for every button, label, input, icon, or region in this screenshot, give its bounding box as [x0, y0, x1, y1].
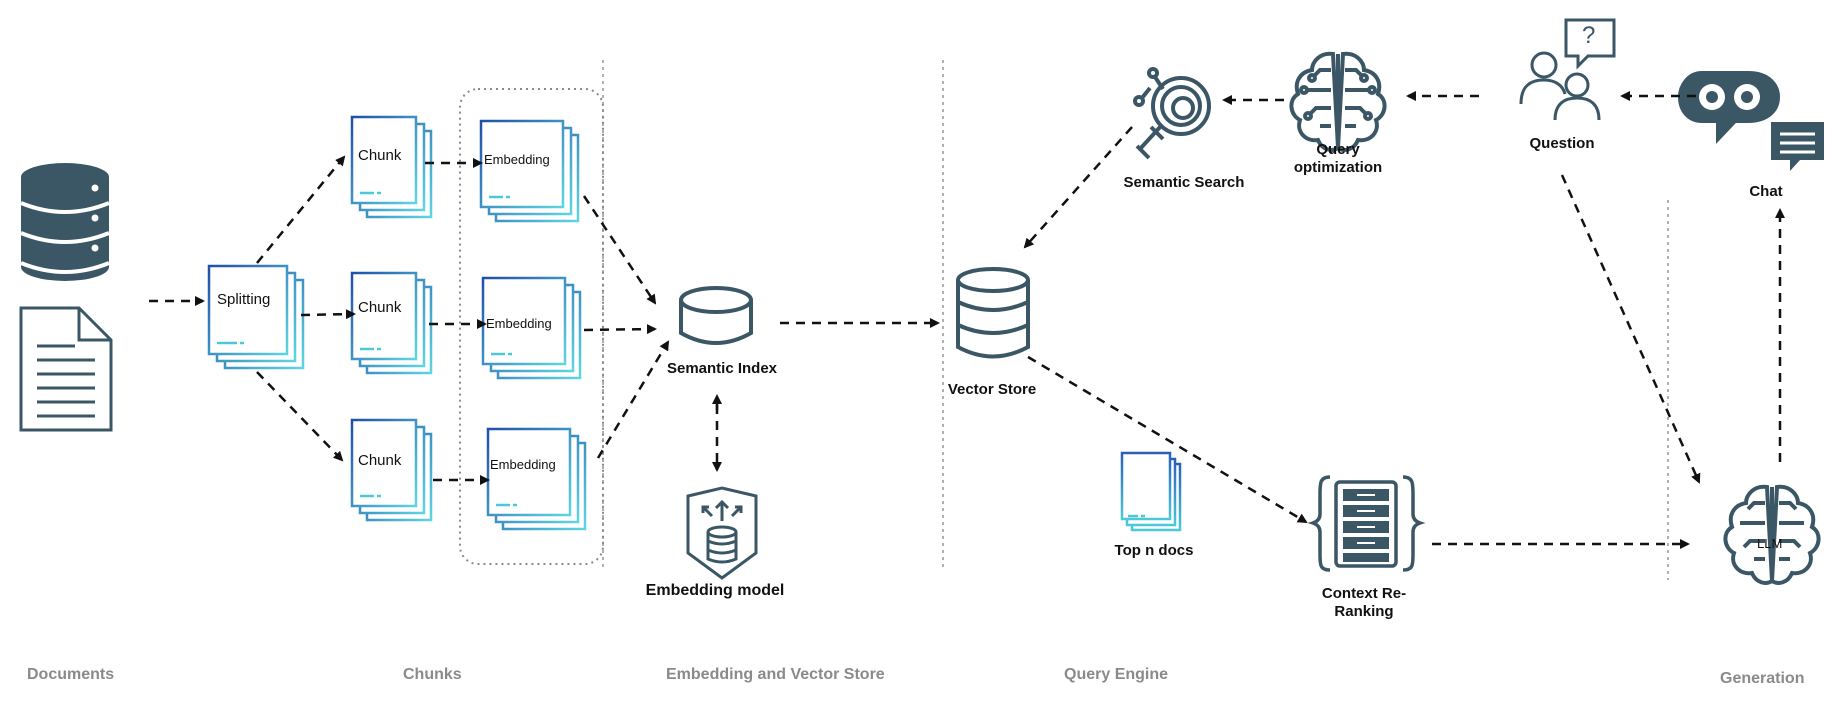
question-people-icon: [1519, 18, 1616, 121]
embedding-stack-icon-3: [486, 427, 587, 531]
chunk-label-2: Chunk: [358, 299, 402, 316]
chunk-label-3: Chunk: [358, 452, 402, 469]
embedding-model-icon: [686, 486, 758, 580]
section-query-engine: Query Engine: [1064, 666, 1169, 683]
llm-brain-icon: [1723, 484, 1821, 585]
arrow-vectorstore-to-reranking: [1027, 355, 1308, 524]
question-mark: ?: [1582, 22, 1596, 49]
flow-arrows: [149, 91, 1785, 549]
question-label: Question: [1529, 135, 1595, 152]
chat-icon: [1677, 71, 1824, 171]
context-reranking-label: Context Re-Ranking: [1321, 585, 1407, 620]
chat-label: Chat: [1749, 183, 1783, 200]
arrow-splitting-to-chunk1: [256, 155, 346, 264]
semantic-search-label: Semantic Search: [1123, 174, 1245, 191]
section-embedding-vector-store: Embedding and Vector Store: [666, 666, 885, 683]
embedding-stack-icon-1: [479, 119, 580, 223]
embedding-label-2: Embedding: [486, 316, 552, 331]
chunk-stack-icon-1: [350, 115, 433, 219]
context-reranking-icon: [1307, 475, 1426, 572]
database-icon: [20, 163, 110, 281]
document-icon: [19, 306, 113, 432]
query-optimization-label: Query optimization: [1293, 141, 1383, 176]
arrow-question-to-llm: [1560, 174, 1701, 484]
arrow-emb2-to-index: [583, 324, 657, 335]
top-n-docs-icon: [1120, 451, 1182, 532]
splitting-label: Splitting: [217, 291, 271, 308]
semantic-index-icon: [679, 286, 753, 345]
arrow-emb1-to-index: [582, 195, 657, 305]
semantic-index-label: Semantic Index: [666, 360, 778, 377]
embedding-label-1: Embedding: [484, 152, 550, 167]
section-generation: Generation: [1720, 670, 1805, 687]
vector-store-icon: [956, 267, 1030, 359]
embedding-label-3: Embedding: [490, 457, 556, 472]
query-optimization-brain-icon: [1289, 51, 1387, 152]
chunk-label-1: Chunk: [358, 147, 402, 164]
top-n-docs-label: Top n docs: [1114, 542, 1194, 559]
semantic-search-icon: [1133, 67, 1211, 160]
embedding-model-label: Embedding model: [645, 582, 785, 599]
section-chunks: Chunks: [403, 666, 462, 683]
arrow-splitting-to-chunk3: [256, 371, 344, 462]
section-documents: Documents: [27, 666, 115, 683]
chunk-stack-icon-3: [350, 418, 433, 522]
splitting-stack-icon: [207, 264, 305, 370]
embedding-stack-icon-2: [481, 276, 582, 380]
chunk-stack-icon-2: [350, 271, 433, 375]
llm-label: LLM: [1757, 536, 1783, 551]
arrow-emb3-to-index: [596, 340, 670, 459]
embedding-group-box: [459, 88, 604, 565]
arrow-splitting-to-chunk2: [300, 309, 356, 320]
arrow-search-to-vectorstore: [1023, 126, 1133, 249]
vector-store-label: Vector Store: [947, 381, 1037, 398]
